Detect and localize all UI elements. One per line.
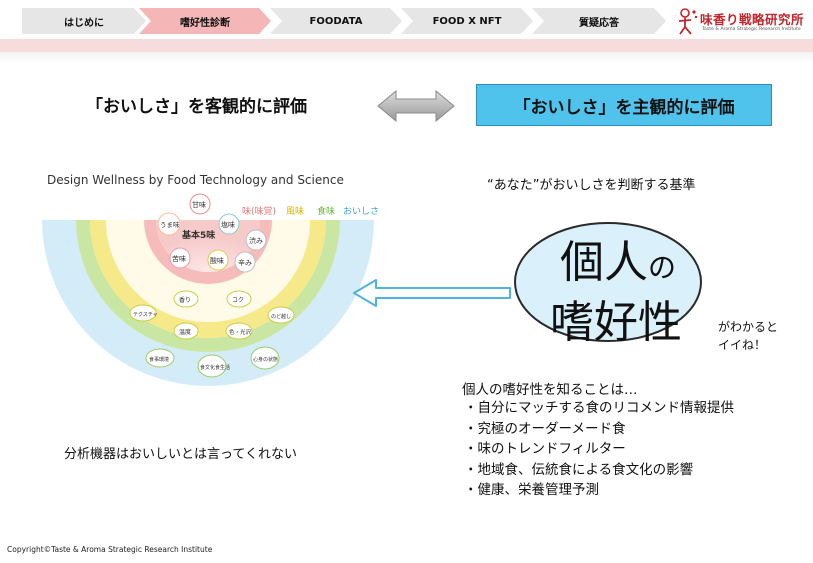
basic-taste-bitter: 苦味 (169, 247, 191, 269)
taste-ring-diagram: 味(味覚) 風味 食味 おいしさ 基本5味 甘味 塩味 酸味 苦味 うま味 渋み… (42, 193, 379, 386)
basic-taste-salty: 塩味 (218, 213, 240, 235)
list-item: ・究極のオーダーメード食 (464, 420, 626, 437)
texture-label: テクスチャ (133, 312, 158, 318)
context-label: 心身の状態 (253, 356, 278, 363)
nav-shadow-band (0, 52, 813, 64)
context-label: 食事環境 (149, 356, 169, 363)
texture-koku: コク (226, 290, 252, 308)
taste-label: 甘味 (192, 200, 206, 209)
texture-label: 色・光沢 (229, 328, 252, 336)
tab-qa[interactable]: 質疑応答 (532, 8, 666, 34)
texture-kaori: 香り (173, 290, 199, 308)
tab-foodata[interactable]: FOODATA (270, 8, 402, 34)
texture-color: 色・光沢 (225, 322, 253, 340)
flavor-shibumi: 渋み (245, 229, 267, 251)
analyzer-caption: 分析機器はおいしいとは言ってくれない (64, 447, 297, 462)
list-item: ・味のトレンドフィルター (464, 441, 626, 457)
list-item: ・地域食、伝統食による食文化の影響 (464, 461, 694, 478)
benefits-list: ・自分にマッチする食のリコメンド情報提供 ・究極のオーダーメード食 ・味のトレン… (464, 398, 734, 501)
context-dining-env: 食事環境 (145, 348, 175, 368)
ring-label-shokumi: 食味 (317, 205, 335, 217)
tab-label: はじめに (64, 17, 104, 29)
ring-label-fumi: 風味 (286, 205, 304, 217)
context-food-culture: 食文化食生活 (197, 354, 230, 378)
basic-taste-sweet: 甘味 (189, 193, 211, 215)
texture-ondo: 温度 (173, 322, 199, 340)
logo-subtitle: Taste & Aroma Strategic Research Institu… (702, 27, 801, 32)
ring-label-oishisa: おいしさ (343, 206, 379, 217)
taste-label: うま味 (160, 220, 180, 229)
logo-figure-icon (678, 8, 698, 35)
texture-label: 温度 (179, 328, 191, 336)
double-arrow-icon (377, 89, 455, 123)
taste-label: 酸味 (210, 256, 224, 265)
basic-taste-sour: 酸味 (207, 249, 229, 271)
taste-label: 塩味 (221, 220, 235, 229)
nav-accent-band (0, 39, 813, 52)
brand-logo: 味香り戦略研究所 Taste & Aroma Strategic Researc… (676, 6, 808, 38)
copyright-footer: Copyright©Taste & Aroma Strategic Resear… (7, 545, 213, 554)
tab-preference-diagnosis[interactable]: 嗜好性診断 (139, 8, 271, 34)
taste-label: 苦味 (172, 254, 186, 263)
tab-label: FOOD X NFT (432, 15, 502, 27)
list-item: ・健康、栄養管理予測 (464, 482, 599, 498)
tab-label: 質疑応答 (579, 17, 619, 29)
flavor-label: 渋み (249, 236, 263, 245)
ring-oishisa (42, 220, 374, 386)
objective-evaluation-title: 「おいしさ」を客観的に評価 (86, 97, 307, 117)
texture-label: のど越し (271, 313, 291, 320)
side-note-line: イイね！ (718, 338, 767, 352)
tab-label: 嗜好性診断 (180, 17, 230, 29)
benefits-heading: 個人の嗜好性を知ることは… (462, 382, 638, 398)
top-nav: はじめに 嗜好性診断 FOODATA FOOD X NFT 質疑応答 味香り戦略… (0, 0, 813, 64)
preference-label: 嗜好性 (550, 297, 682, 348)
subjective-evaluation-box: 「おいしさ」を主観的に評価 (476, 84, 772, 126)
context-label: 食文化食生活 (200, 364, 230, 371)
texture-label: コク (232, 297, 244, 304)
flavor-label: 辛み (238, 258, 252, 267)
criteria-heading: “あなた”がおいしさを判断する基準 (487, 178, 696, 193)
side-note-line: がわかると (718, 320, 779, 334)
context-mind-body: 心身の状態 (250, 346, 280, 370)
personal-label: 個人の (560, 226, 676, 290)
side-note: がわかると イイね！ (718, 318, 778, 354)
personal-preference-ellipse (514, 222, 702, 342)
left-arrow-icon (353, 279, 511, 307)
diagram-title: Design Wellness by Food Technology and S… (47, 173, 344, 187)
texture-texture: テクスチャ (129, 304, 158, 322)
list-item: ・自分にマッチする食のリコメンド情報提供 (464, 400, 734, 416)
texture-label: 香り (179, 296, 191, 304)
particle-text: の (648, 251, 677, 284)
logo-title: 味香り戦略研究所 (700, 12, 805, 27)
core-title: 基本5味 (181, 229, 215, 241)
texture-nodogoshi: のど越し (267, 306, 295, 324)
ring-flavor-fill (106, 220, 310, 322)
personal-text: 個人 (560, 237, 648, 288)
flavor-karami: 辛み (234, 251, 256, 273)
tab-introduction[interactable]: はじめに (22, 8, 146, 34)
ring-label-aji: 味(味覚) (242, 205, 276, 217)
tab-label: FOODATA (309, 15, 363, 27)
basic-taste-umami: うま味 (157, 212, 181, 236)
tab-food-nft[interactable]: FOOD X NFT (401, 8, 533, 34)
